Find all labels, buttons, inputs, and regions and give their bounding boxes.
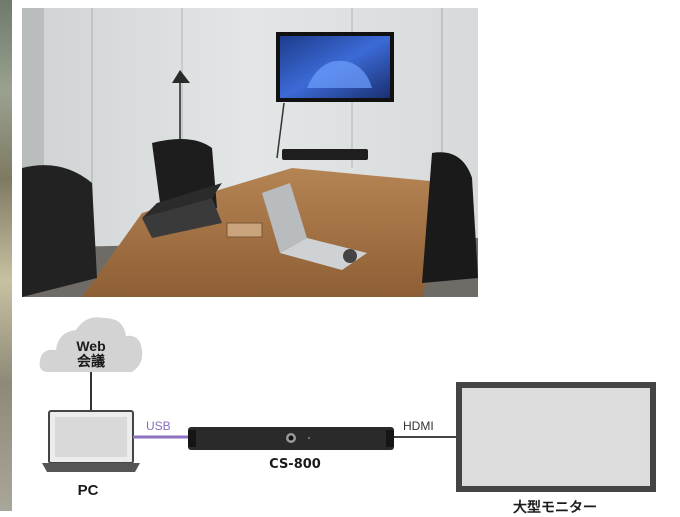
large-monitor-icon [456,382,656,492]
pc-laptop-icon [42,410,140,472]
hdmi-label: HDMI [403,419,434,433]
web-meeting-cloud-icon [39,317,143,372]
web-meeting-label-line1: Web [76,338,106,354]
background-photo-edge [0,0,12,511]
cs-800-label: CS-800 [269,457,321,472]
web-meeting-label: Web 会議 [58,339,124,369]
conference-room-photo [22,8,478,297]
cs-800-device-icon [188,427,394,450]
large-monitor-label: 大型モニター [513,499,597,515]
web-meeting-label-line2: 会議 [77,353,105,369]
connection-diagram [39,317,656,492]
pc-label: PC [77,482,99,499]
usb-label: USB [146,419,171,433]
